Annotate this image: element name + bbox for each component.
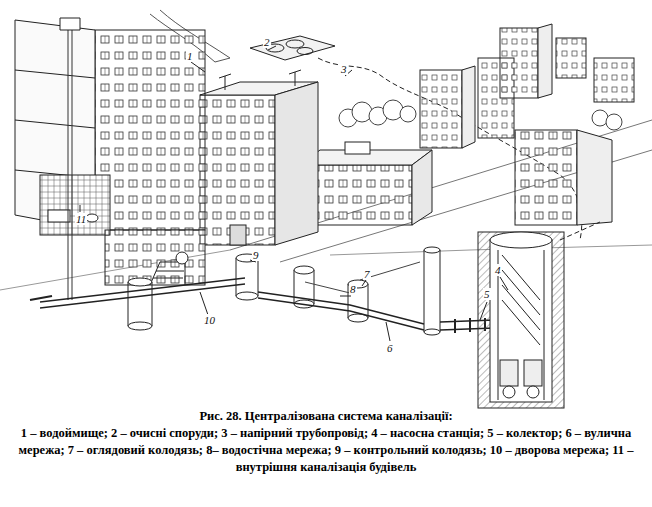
callout-number: 10	[203, 314, 216, 326]
callout-number: 3	[340, 63, 348, 75]
callout-number: 11	[75, 213, 87, 225]
figure-caption: Рис. 28. Централізована система каналіза…	[16, 408, 636, 425]
callout-number: 7	[363, 268, 371, 280]
callout-number: 5	[483, 288, 491, 300]
figure-key: 1 – водоймище; 2 – очисні споруди; 3 – н…	[16, 425, 636, 476]
callout-number: 6	[386, 342, 394, 354]
callout-number: 2	[263, 36, 271, 48]
callout-number: 8	[349, 283, 357, 295]
caption-block: Рис. 28. Централізована система каналіза…	[16, 408, 636, 476]
callout-number: 4	[494, 264, 502, 276]
callout-number: 1	[186, 50, 194, 62]
callout-number: 9	[252, 249, 260, 261]
